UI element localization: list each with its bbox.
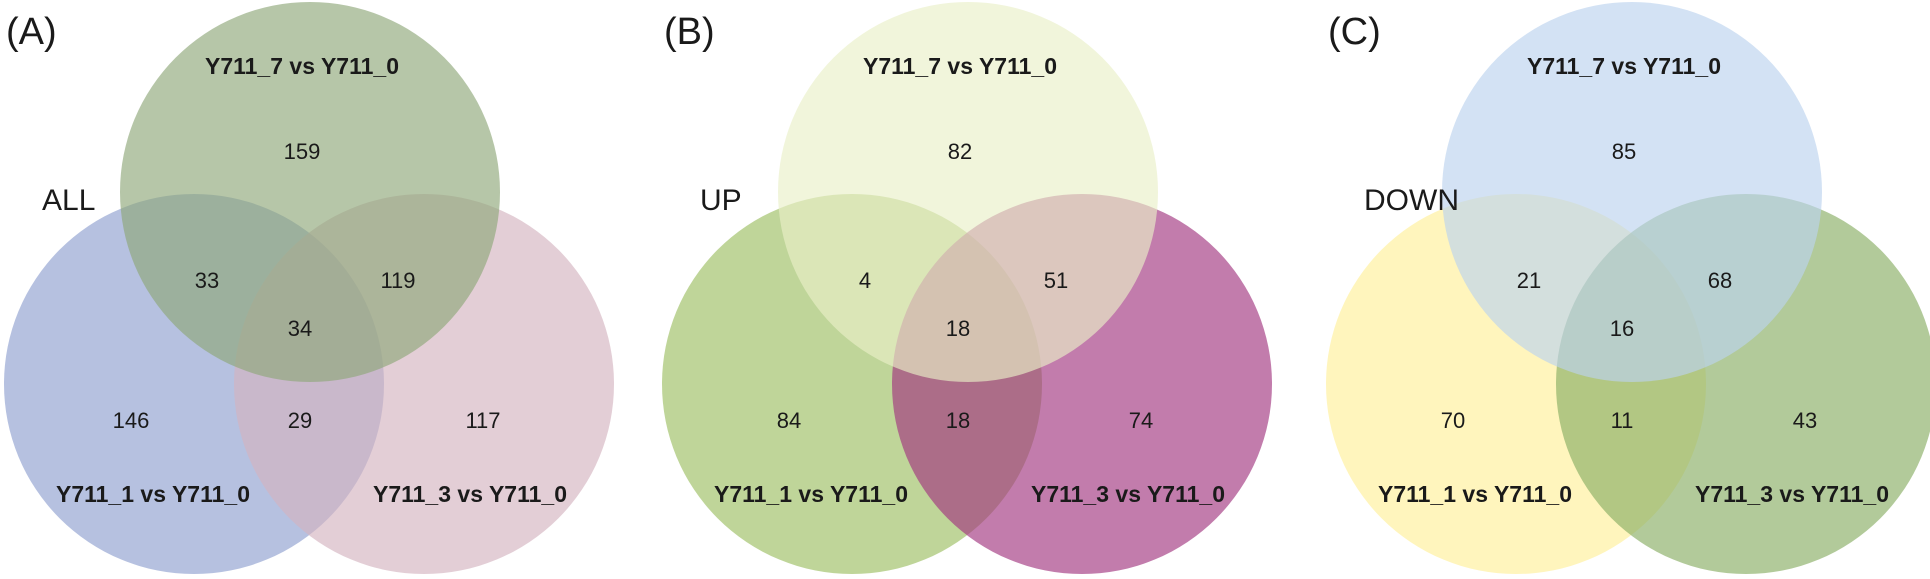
- count-top-left: 21: [1517, 268, 1541, 293]
- set-circle-top: [120, 2, 500, 382]
- set-label-right: Y711_3 vs Y711_0: [1031, 481, 1225, 507]
- set-label-left: Y711_1 vs Y711_0: [1378, 481, 1572, 507]
- set-circle-top: [778, 2, 1158, 382]
- panel-letter: (B): [664, 11, 715, 53]
- count-top-right: 68: [1708, 268, 1732, 293]
- set-label-top: Y711_7 vs Y711_0: [863, 53, 1057, 79]
- count-top-right: 51: [1044, 268, 1068, 293]
- set-circle-top: [1442, 2, 1822, 382]
- count-all-three: 34: [288, 316, 312, 341]
- count-top-only: 159: [284, 139, 321, 164]
- panel-tag: DOWN: [1364, 184, 1459, 217]
- count-top-left: 4: [859, 268, 871, 293]
- count-top-right: 119: [380, 268, 415, 293]
- count-left-only: 84: [777, 408, 801, 433]
- count-top-only: 82: [948, 139, 972, 164]
- count-left-right: 18: [946, 408, 970, 433]
- count-right-only: 74: [1129, 408, 1153, 433]
- count-top-only: 85: [1612, 139, 1636, 164]
- set-label-right: Y711_3 vs Y711_0: [1695, 481, 1889, 507]
- set-label-top: Y711_7 vs Y711_0: [1527, 53, 1721, 79]
- count-all-three: 18: [946, 316, 970, 341]
- set-label-left: Y711_1 vs Y711_0: [714, 481, 908, 507]
- count-left-right: 11: [1611, 408, 1634, 433]
- count-top-left: 33: [195, 268, 219, 293]
- set-label-right: Y711_3 vs Y711_0: [373, 481, 567, 507]
- count-left-right: 29: [288, 408, 312, 433]
- count-left-only: 70: [1441, 408, 1465, 433]
- count-left-only: 146: [113, 408, 150, 433]
- panel-tag: UP: [700, 184, 742, 217]
- set-label-top: Y711_7 vs Y711_0: [205, 53, 399, 79]
- panel-letter: (A): [6, 11, 57, 53]
- set-label-left: Y711_1 vs Y711_0: [56, 481, 250, 507]
- count-right-only: 117: [465, 408, 500, 433]
- count-right-only: 43: [1793, 408, 1817, 433]
- count-all-three: 16: [1610, 316, 1634, 341]
- panel-tag: ALL: [42, 184, 95, 217]
- panel-letter: (C): [1328, 11, 1381, 53]
